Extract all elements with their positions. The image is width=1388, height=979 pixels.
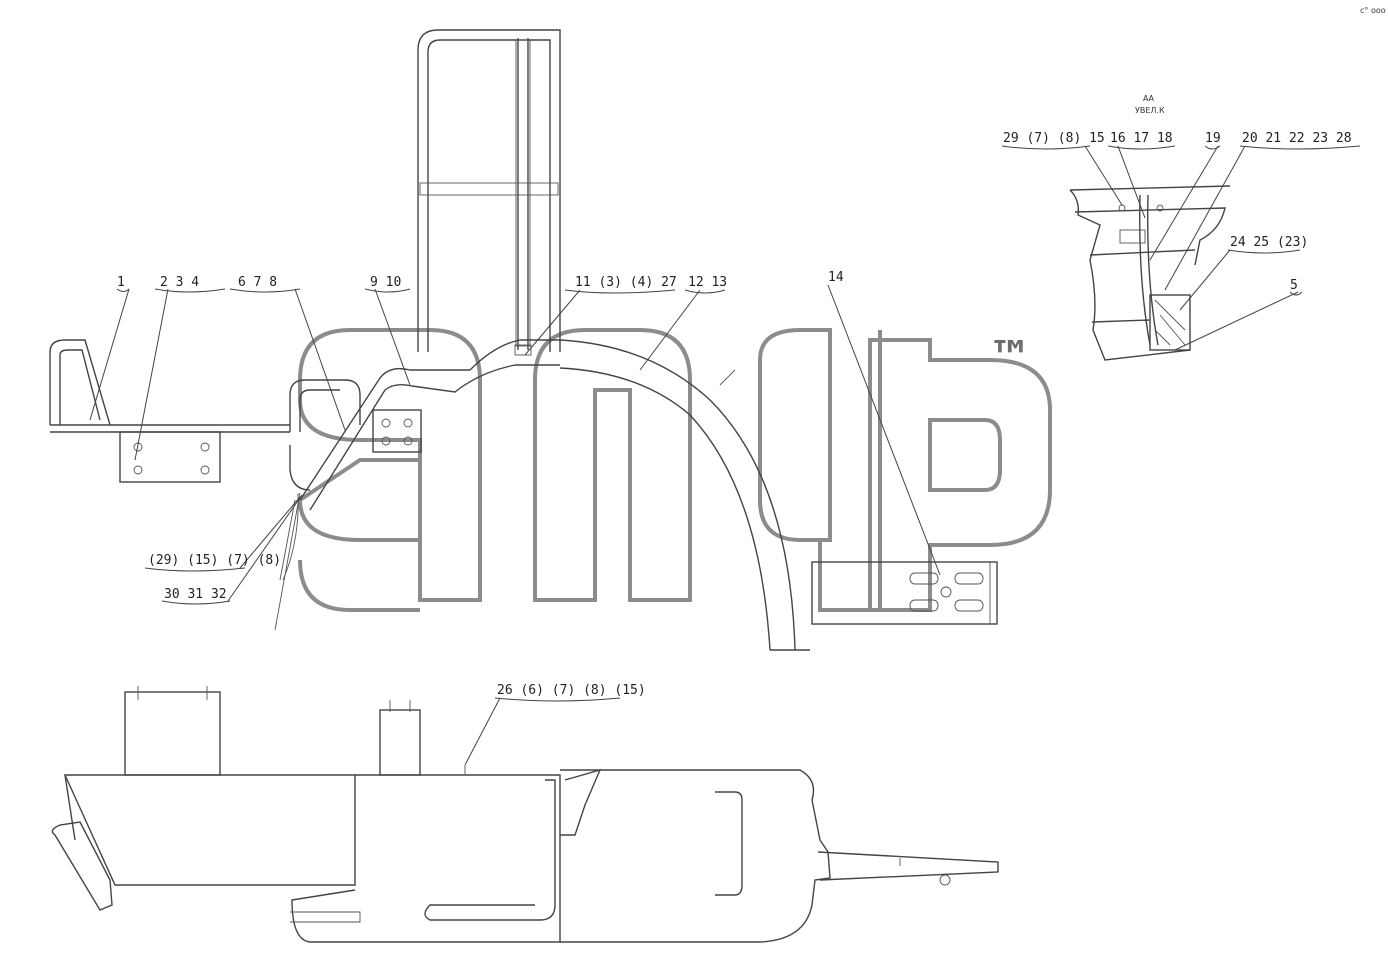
detail-callout-16-17-18: 16 17 18 xyxy=(1110,131,1173,146)
callout-9-10: 9 10 xyxy=(370,275,401,290)
section-subtitle: УВЕЛ.К xyxy=(1135,106,1165,115)
detail-callout-19: 19 xyxy=(1205,131,1221,146)
callout-12-13: 12 13 xyxy=(688,275,727,290)
detail-view: АА УВЕЛ.К xyxy=(1069,94,1231,361)
left-step-platform xyxy=(49,339,361,491)
fender-tube xyxy=(299,339,810,651)
side-view xyxy=(51,686,999,943)
callout-11-3-4-27: 11 (3) (4) 27 xyxy=(575,275,677,290)
rear-bracket xyxy=(811,561,998,625)
detail-callout-29-7-8-15: 29 (7) (8) 15 xyxy=(1003,131,1105,146)
callout-26-6-7-8-15: 26 (6) (7) (8) (15) xyxy=(497,683,646,698)
detail-callout-5: 5 xyxy=(1290,278,1298,293)
callout-1: 1 xyxy=(117,275,125,290)
callout-14: 14 xyxy=(828,270,844,285)
section-title: АА xyxy=(1143,94,1154,103)
callout-labels: 1 2 3 4 6 7 8 9 10 11 (3) (4) 27 12 13 1… xyxy=(117,131,1352,698)
callouts xyxy=(89,145,1361,766)
strap-cable xyxy=(274,492,301,631)
callout-2-3-4: 2 3 4 xyxy=(160,275,199,290)
detail-callout-20-21-22-23-28: 20 21 22 23 28 xyxy=(1242,131,1352,146)
trademark-symbol: ™ xyxy=(988,332,1032,383)
detail-callout-24-25-23: 24 25 (23) xyxy=(1230,235,1308,250)
watermark-logo xyxy=(297,328,1052,612)
callout-6-7-8: 6 7 8 xyxy=(238,275,277,290)
callout-29-15-7-8: (29) (15) (7) (8) xyxy=(148,553,281,568)
corner-mark: c° ооо xyxy=(1360,6,1386,15)
callout-30-31-32: 30 31 32 xyxy=(164,587,227,602)
ladder-handrail xyxy=(417,29,561,356)
